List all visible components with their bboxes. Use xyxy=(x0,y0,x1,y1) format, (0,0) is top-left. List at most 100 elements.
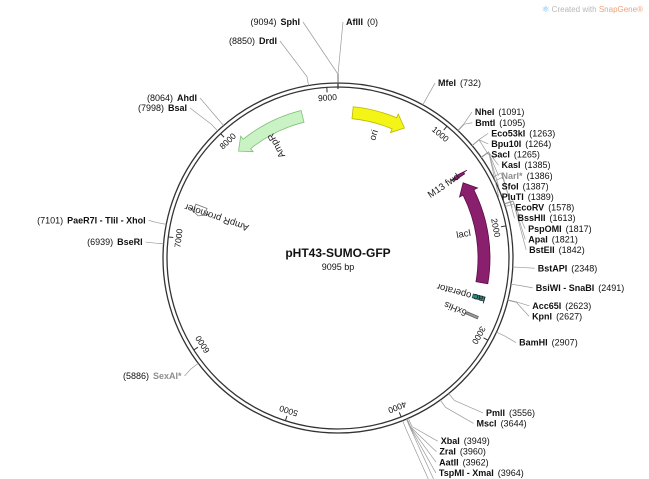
feature-laci[interactable]: lacI xyxy=(456,182,491,285)
site-msci[interactable]: MscI(3644) xyxy=(477,418,527,428)
site-ecorv[interactable]: EcoRV(1578) xyxy=(515,203,574,213)
snapgene-watermark: ⚛Created with SnapGene® xyxy=(542,4,643,15)
site-leader-line xyxy=(148,220,167,225)
site-name: SexAI* xyxy=(153,371,182,381)
site-bmti[interactable]: BmtI(1095) xyxy=(475,118,525,128)
feature-lac-operator[interactable]: lac operator xyxy=(436,281,487,305)
site-position: (1821) xyxy=(552,234,578,244)
site-drdi[interactable]: (8850)DrdI xyxy=(229,36,277,46)
site-eco53ki[interactable]: Eco53kI (1263) xyxy=(491,128,555,138)
site-label: (7998)BsaI xyxy=(138,103,187,113)
scale-tick-mark xyxy=(168,236,174,239)
site-mfei[interactable]: MfeI(732) xyxy=(438,78,481,88)
site-leader-line xyxy=(407,418,438,442)
site-bsshii[interactable]: BssHII(1613) xyxy=(518,213,576,223)
site-name: BmtI xyxy=(475,118,495,128)
site-leader-line xyxy=(302,21,339,84)
feature-shape[interactable] xyxy=(465,311,479,320)
site-bsai[interactable]: (7998)BsaI xyxy=(138,103,187,113)
site-position: (3962) xyxy=(463,457,489,467)
feature-ori[interactable]: ori xyxy=(351,106,405,142)
site-position: (1385) xyxy=(524,160,550,170)
site-apai[interactable]: ApaI(1821) xyxy=(528,234,578,244)
site-bsiwi-snabi[interactable]: BsiWI - SnaBI(2491) xyxy=(536,283,625,293)
site-sexai-[interactable]: (5886)SexAI* xyxy=(123,371,182,381)
feature-label: AmpR promoter xyxy=(183,201,250,233)
scale-tick-mark xyxy=(284,415,288,421)
feature-shape[interactable] xyxy=(471,293,486,302)
site-aflii[interactable]: AflII(0) xyxy=(346,17,378,27)
feature-label: 6xHis xyxy=(442,298,468,318)
scale-tick-label: 7000 xyxy=(172,228,184,248)
site-label: MscI(3644) xyxy=(477,418,527,428)
site-nari-[interactable]: NarI*(1386) xyxy=(502,171,553,181)
site-position: (9094) xyxy=(250,17,276,27)
site-label: BssHII(1613) xyxy=(518,213,576,223)
feature-ampr-promoter[interactable]: AmpR promoter xyxy=(183,201,250,233)
site-leader-line xyxy=(402,420,429,479)
site-name: NarI* xyxy=(502,171,524,181)
site-position: (7998) xyxy=(138,103,164,113)
site-position: (1091) xyxy=(498,107,524,117)
scale-tick-label: 4000 xyxy=(386,399,408,415)
site-sphi[interactable]: (9094)SphI xyxy=(250,17,300,27)
site-kasi[interactable]: KasI(1385) xyxy=(501,160,550,170)
site-leader-line xyxy=(337,21,344,83)
site-label: (7101)PaeR7I - TliI - XhoI xyxy=(37,215,146,225)
scale-tick-mark xyxy=(500,225,507,228)
site-name: BsiWI - SnaBI xyxy=(536,283,595,293)
site-acc65i[interactable]: Acc65I(2623) xyxy=(532,301,591,311)
site-label: Eco53kI (1263) xyxy=(491,128,555,138)
site-label: NarI*(1386) xyxy=(502,171,553,181)
site-pluti[interactable]: PluTI(1389) xyxy=(502,192,554,202)
site-bamhi[interactable]: BamHI(2907) xyxy=(519,338,578,348)
site-leader-line xyxy=(448,393,484,414)
feature-shape[interactable] xyxy=(238,110,305,153)
site-name: PmlI xyxy=(486,408,505,418)
feature-shape[interactable] xyxy=(351,106,405,134)
site-position: (1263) xyxy=(529,128,555,138)
site-label: ApaI(1821) xyxy=(528,234,578,244)
site-label: XbaI(3949) xyxy=(441,436,490,446)
site-label: TspMI - XmaI(3964) xyxy=(439,468,524,478)
site-sfoi[interactable]: SfoI(1387) xyxy=(502,181,549,191)
site-leader-lines xyxy=(145,21,535,479)
site-leader-line xyxy=(504,200,526,229)
site-leader-line xyxy=(507,299,530,307)
site-name: PspOMI xyxy=(528,224,562,234)
site-leader-line xyxy=(279,40,309,86)
site-position: (8850) xyxy=(229,36,255,46)
site-label: SfoI(1387) xyxy=(502,181,549,191)
site-ahdi[interactable]: (8064)AhdI xyxy=(147,93,197,103)
site-label: ZraI(3960) xyxy=(439,447,486,457)
site-label: BsiWI - SnaBI(2491) xyxy=(536,283,625,293)
site-pmli[interactable]: PmlI(3556) xyxy=(486,408,535,418)
site-label: PspOMI(1817) xyxy=(528,224,592,234)
site-tspmi-xmai[interactable]: TspMI - XmaI(3964) xyxy=(439,468,524,478)
site-zrai[interactable]: ZraI(3960) xyxy=(439,447,486,457)
site-bseri[interactable]: (6939)BseRI xyxy=(87,237,143,247)
site-label: BmtI(1095) xyxy=(475,118,525,128)
site-name: PaeR7I - TliI - XhoI xyxy=(67,215,146,225)
site-position: (2491) xyxy=(598,283,624,293)
site-aatii[interactable]: AatII(3962) xyxy=(439,457,489,467)
site-name: Eco53kI xyxy=(491,128,525,138)
feature-ampr[interactable]: AmpR xyxy=(238,110,305,160)
feature-shape[interactable] xyxy=(450,169,468,182)
site-xbai[interactable]: XbaI(3949) xyxy=(441,436,490,446)
site-bsteii[interactable]: BstEII(1842) xyxy=(529,245,585,255)
site-bstapi[interactable]: BstAPI(2348) xyxy=(538,263,598,273)
site-bpu10i[interactable]: Bpu10I(1264) xyxy=(491,139,551,149)
site-position: (0) xyxy=(367,17,378,27)
site-name: BstAPI xyxy=(538,263,568,273)
site-nhei[interactable]: NheI(1091) xyxy=(475,107,525,117)
site-leader-line xyxy=(494,176,515,219)
site-paer7i-tlii-xhoi[interactable]: (7101)PaeR7I - TliI - XhoI xyxy=(37,215,146,225)
site-kpni[interactable]: KpnI(2627) xyxy=(532,311,582,321)
feature-shape[interactable] xyxy=(458,182,491,285)
site-leader-line xyxy=(481,151,500,198)
feature-shape[interactable] xyxy=(189,203,210,217)
site-label: EcoRV(1578) xyxy=(515,203,574,213)
site-pspomi[interactable]: PspOMI(1817) xyxy=(528,224,592,234)
site-saci[interactable]: SacI(1265) xyxy=(491,150,540,160)
